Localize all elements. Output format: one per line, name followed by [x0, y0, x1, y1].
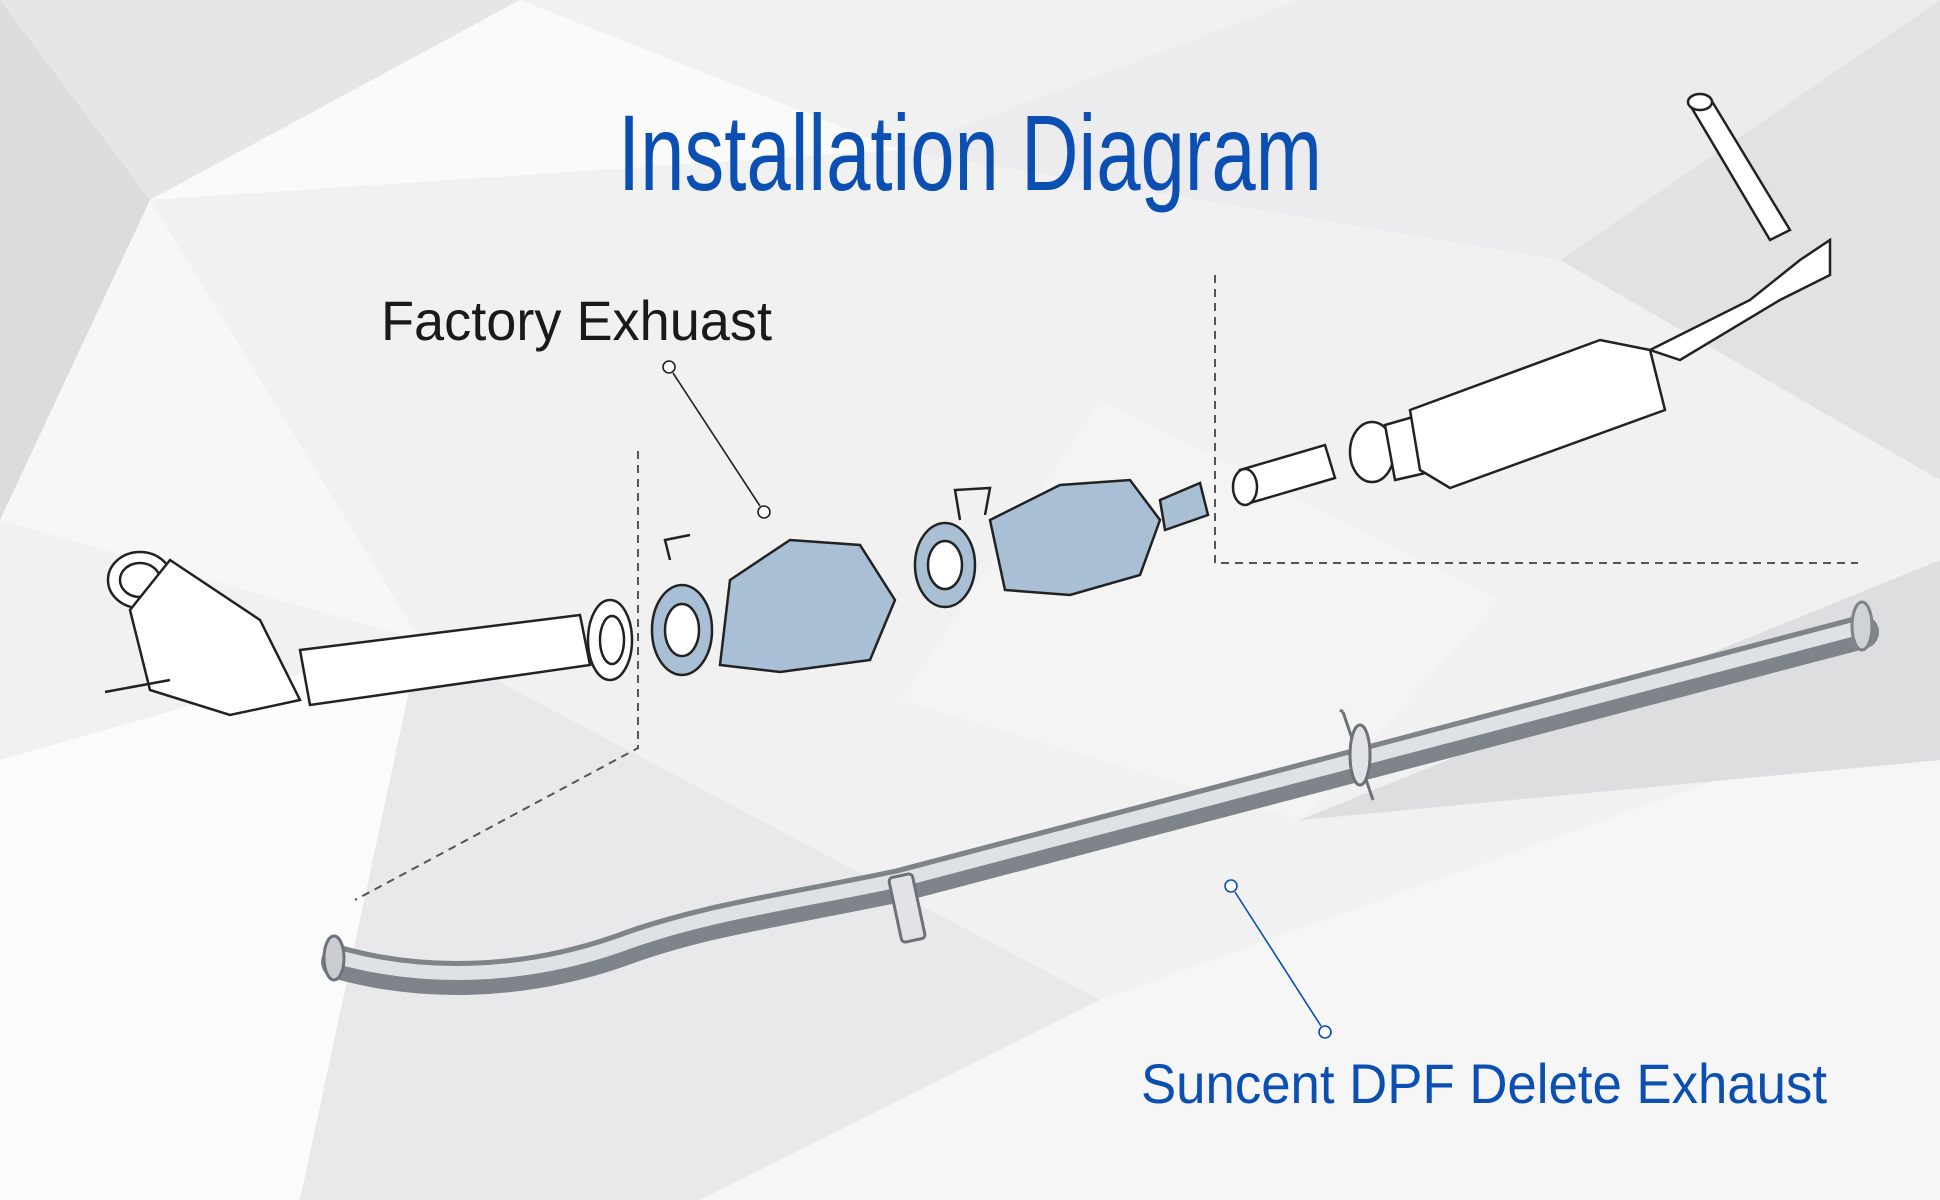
factory-downpipe — [104, 550, 634, 717]
pipe-clamp-1 — [887, 872, 927, 944]
factory-exhaust-label: Factory Exhuast — [381, 289, 772, 352]
factory-catalytic-converter-2 — [913, 478, 1210, 609]
replacement-guide-lines — [354, 275, 1858, 901]
factory-leader-line — [662, 360, 771, 519]
suncent-delete-label: Suncent DPF Delete Exhaust — [1141, 1052, 1827, 1115]
suncent-delete-pipe — [321, 600, 1879, 995]
suncent-leader-line — [1224, 879, 1332, 1039]
factory-catalytic-converter-1 — [650, 533, 897, 677]
factory-coupler — [1231, 443, 1337, 507]
page-title: Installation Diagram — [618, 92, 1322, 213]
factory-dpf-muffler — [1348, 92, 1832, 490]
pipe-hanger-2 — [1339, 708, 1375, 801]
